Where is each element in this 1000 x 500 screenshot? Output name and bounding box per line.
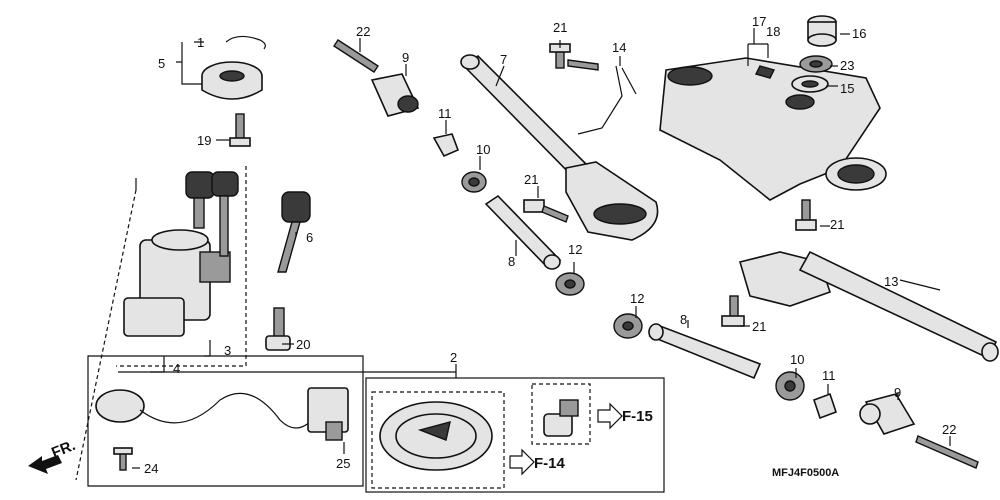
callout-17: 17 — [752, 14, 766, 29]
seat-lock-subbox — [531, 383, 591, 445]
callout-21-mid: 21 — [524, 172, 538, 187]
callout-22-lower: 22 — [942, 422, 956, 437]
bar-end-weight-lower — [859, 393, 916, 435]
callout-25: 25 — [336, 456, 350, 471]
snap-ring — [225, 35, 266, 50]
plate-18 — [754, 65, 776, 79]
fuel-filler-cap — [379, 401, 493, 471]
bar-end-weight-upper — [370, 73, 420, 117]
bolt-21-top — [549, 43, 599, 71]
callout-5: 5 — [158, 56, 165, 71]
callout-8-upper: 8 — [508, 254, 515, 269]
callout-15: 15 — [840, 81, 854, 96]
clip-11-lower — [812, 392, 838, 420]
ref-f15: F-15 — [622, 408, 653, 425]
front-label: FR. — [49, 437, 78, 462]
spare-key — [277, 191, 311, 273]
callout-11-upper: 11 — [438, 106, 452, 121]
bolt-21-lower — [721, 295, 745, 327]
collar-10-upper — [461, 171, 487, 193]
callout-12-upper: 12 — [568, 242, 582, 257]
key-set-box — [365, 377, 665, 493]
callout-18: 18 — [766, 24, 780, 39]
switch-harness — [95, 387, 349, 441]
callout-14: 14 — [612, 40, 626, 55]
bolt-19 — [229, 113, 251, 147]
callout-3: 3 — [224, 343, 231, 358]
callout-20: 20 — [296, 337, 310, 352]
cap-nut-body — [201, 61, 263, 100]
callout-19: 19 — [197, 133, 211, 148]
collar-12-upper — [555, 272, 585, 296]
screw-24 — [113, 447, 133, 471]
ignition-group-outline — [75, 166, 247, 481]
collar-12-lower — [613, 313, 643, 339]
bolt-21-right — [795, 199, 817, 231]
callout-2: 2 — [450, 350, 457, 365]
callout-21-top: 21 — [553, 20, 567, 35]
callout-6: 6 — [306, 230, 313, 245]
diagram-code: MFJ4F0500A — [772, 467, 839, 479]
handlebar-left — [460, 54, 659, 241]
callout-11-lower: 11 — [822, 368, 836, 383]
ignition-switch-body — [123, 229, 231, 337]
callout-9-lower: 9 — [894, 385, 901, 400]
f15-arrow-icon — [597, 402, 623, 430]
callout-4: 4 — [173, 361, 180, 376]
callout-22-upper: 22 — [356, 24, 370, 39]
collar-10-lower — [775, 371, 805, 401]
bolt-20 — [265, 307, 291, 351]
key-set-bracket — [87, 178, 364, 487]
cap-16 — [807, 15, 837, 47]
callout-21-right: 21 — [830, 217, 844, 232]
clip-11-upper — [432, 133, 460, 158]
callout-16: 16 — [852, 26, 866, 41]
callout-12-lower: 12 — [630, 291, 644, 306]
pipe-8-lower — [648, 323, 762, 380]
f14-arrow-icon — [509, 448, 535, 476]
bolt-22-upper — [333, 39, 379, 73]
callout-10-upper: 10 — [476, 142, 490, 157]
callout-21-lower: 21 — [752, 319, 766, 334]
top-bridge — [659, 57, 887, 201]
callout-23: 23 — [840, 58, 854, 73]
callout-7: 7 — [500, 52, 507, 67]
callout-labels: 1 5 19 6 20 3 4 2 22 9 11 10 7 8 21 14 2… — [144, 14, 956, 476]
bolt-22-lower — [915, 435, 979, 469]
front-arrow-icon — [28, 455, 62, 474]
handlebar-right — [738, 250, 999, 362]
clip-bracket-14 — [577, 65, 637, 135]
ref-f14: F-14 — [534, 455, 566, 472]
callout-24: 24 — [144, 461, 158, 476]
callout-1: 1 — [197, 35, 204, 50]
bolt-21-mid — [523, 199, 569, 223]
fuel-cap-subbox — [371, 391, 505, 489]
pipe-8-upper — [484, 194, 562, 270]
callout-9-upper: 9 — [402, 50, 409, 65]
leader-lines — [118, 28, 951, 469]
nut-23 — [799, 55, 833, 73]
key-in-switch — [185, 171, 239, 257]
callout-8-lower: 8 — [680, 312, 687, 327]
washer-15 — [791, 75, 829, 93]
seat-lock — [543, 399, 579, 437]
callout-13: 13 — [884, 274, 898, 289]
callout-10-lower: 10 — [790, 352, 804, 367]
